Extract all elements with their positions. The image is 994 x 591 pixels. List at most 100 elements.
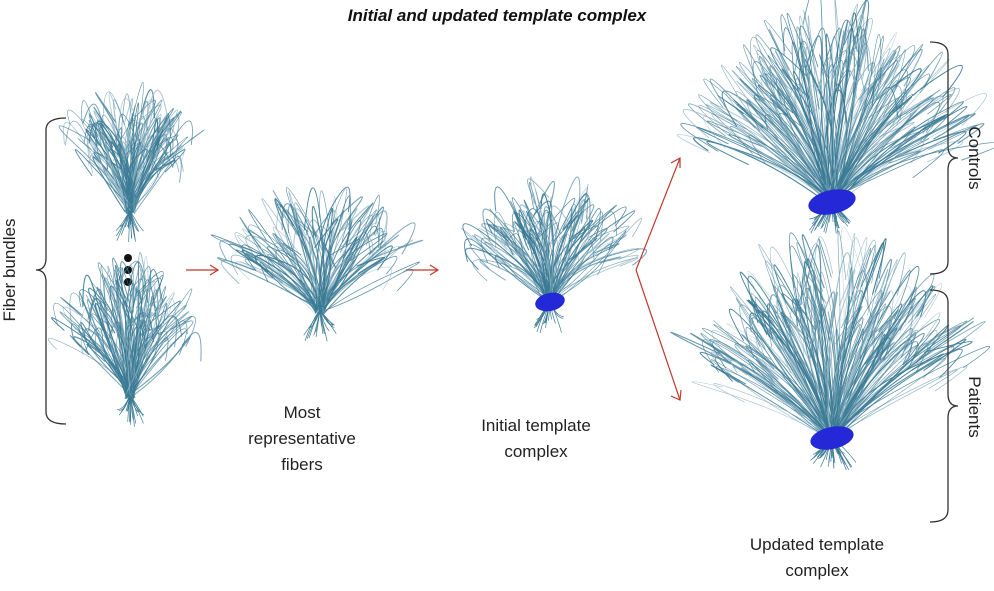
fiber-strand (472, 259, 553, 304)
fiber-bundle-top (58, 82, 205, 243)
fiber-strand (827, 123, 985, 203)
fiber-strand (829, 50, 847, 201)
fiber-strand (820, 64, 837, 206)
fiber-strand (827, 319, 901, 436)
fiber-strand (553, 187, 589, 304)
fiber-strand (769, 246, 837, 438)
fiber-strand (518, 209, 551, 299)
fiber-strand (317, 196, 363, 311)
fiber-strand (753, 94, 837, 203)
fiber-strand (752, 61, 831, 203)
fiber-strand (95, 121, 133, 213)
fiber-strand (829, 43, 873, 202)
patients-label: Patients (965, 376, 984, 438)
fiber-strand (127, 288, 193, 398)
fiber-strand (801, 243, 828, 436)
fiber-strand (133, 98, 154, 208)
fiber-strand (513, 210, 548, 299)
fiber-strand (319, 309, 337, 334)
template-blob (810, 426, 854, 450)
fiber-strand (125, 300, 160, 394)
fiber-strand (835, 308, 881, 438)
fiber-strand (134, 328, 187, 392)
fiber-strand (286, 187, 317, 314)
updated-template-caption: Updated template complex (712, 532, 922, 584)
fiber-strand (489, 208, 555, 300)
controls-label: Controls (965, 126, 984, 190)
fiber-strand (550, 204, 617, 304)
fiber-strand (244, 258, 318, 308)
fiber-strand (545, 247, 639, 303)
fiber-strand (831, 93, 987, 203)
fiber-strand (74, 149, 134, 211)
fiber-strand (469, 243, 554, 302)
fiber-strand (554, 203, 576, 306)
fiber-strand (829, 303, 903, 438)
fiber-strand (835, 64, 963, 203)
fiber-strand (323, 258, 384, 315)
fiber-strand (834, 87, 956, 199)
fiber-strand (99, 300, 133, 392)
fiber-strand (828, 35, 884, 202)
fiber-strand (765, 260, 837, 438)
fiber-strand (234, 232, 318, 310)
fiber-strand (758, 56, 832, 203)
updated-template-controls (676, 0, 994, 235)
fiber-strand (323, 234, 400, 311)
fiber-strand (772, 285, 830, 440)
fiber-strand (129, 394, 143, 415)
fiber-strand (245, 235, 319, 311)
fiber-strand (695, 126, 835, 199)
fiber-strand (713, 324, 829, 442)
fiber-strand (709, 102, 833, 206)
fiber-strand (272, 226, 325, 314)
fiber-strand (133, 134, 179, 212)
fiber-strand (129, 114, 162, 207)
fiber-strand (127, 282, 140, 392)
fiber-strand (276, 206, 318, 311)
fiber-strand (829, 343, 929, 441)
fiber-strand (248, 209, 319, 310)
fiber-strand (834, 365, 968, 437)
fiber-strand (713, 383, 828, 436)
fiber-strand (93, 148, 130, 209)
fiber-strand (69, 334, 128, 393)
fiber-strand (116, 315, 132, 394)
fiber-strand (831, 281, 864, 439)
fiber-strand (549, 225, 599, 300)
fiber-strand (315, 309, 321, 338)
fiber-strand (551, 233, 580, 299)
fiber-strand (324, 221, 380, 308)
fiber-strand (835, 28, 870, 205)
fiber-strand (773, 264, 837, 442)
fiber-strand (88, 120, 130, 210)
fiber-strand (113, 269, 133, 392)
figure-title: Initial and updated template complex (347, 6, 647, 25)
fiber-strand (827, 114, 949, 207)
fiber-strand (791, 41, 836, 200)
fiber-strand (321, 222, 416, 307)
fiber-strand (546, 257, 639, 306)
fiber-strand (831, 317, 921, 440)
fiber-strand (829, 45, 916, 205)
fiber-strand (100, 265, 131, 394)
fiber-strand (769, 326, 833, 435)
fiber-strand (830, 270, 869, 436)
fiber-strand (323, 226, 369, 312)
fiber-strand (670, 331, 830, 438)
fiber-strand (751, 78, 829, 203)
fiber-strand (832, 321, 974, 439)
fiber-strand (836, 309, 899, 435)
fiber-strand (99, 124, 131, 214)
fiber-strand (551, 228, 608, 302)
fiber-strand (816, 57, 838, 204)
caption-line: Most (283, 403, 321, 422)
fiber-strand (777, 300, 834, 435)
fiber-strand (828, 29, 850, 200)
fiber-strand (829, 346, 955, 441)
fiber-strand (130, 305, 168, 395)
fiber-strand (308, 309, 321, 329)
fiber-strand (833, 341, 895, 440)
fiber-strand (835, 297, 916, 439)
fiber-strand (796, 269, 833, 440)
